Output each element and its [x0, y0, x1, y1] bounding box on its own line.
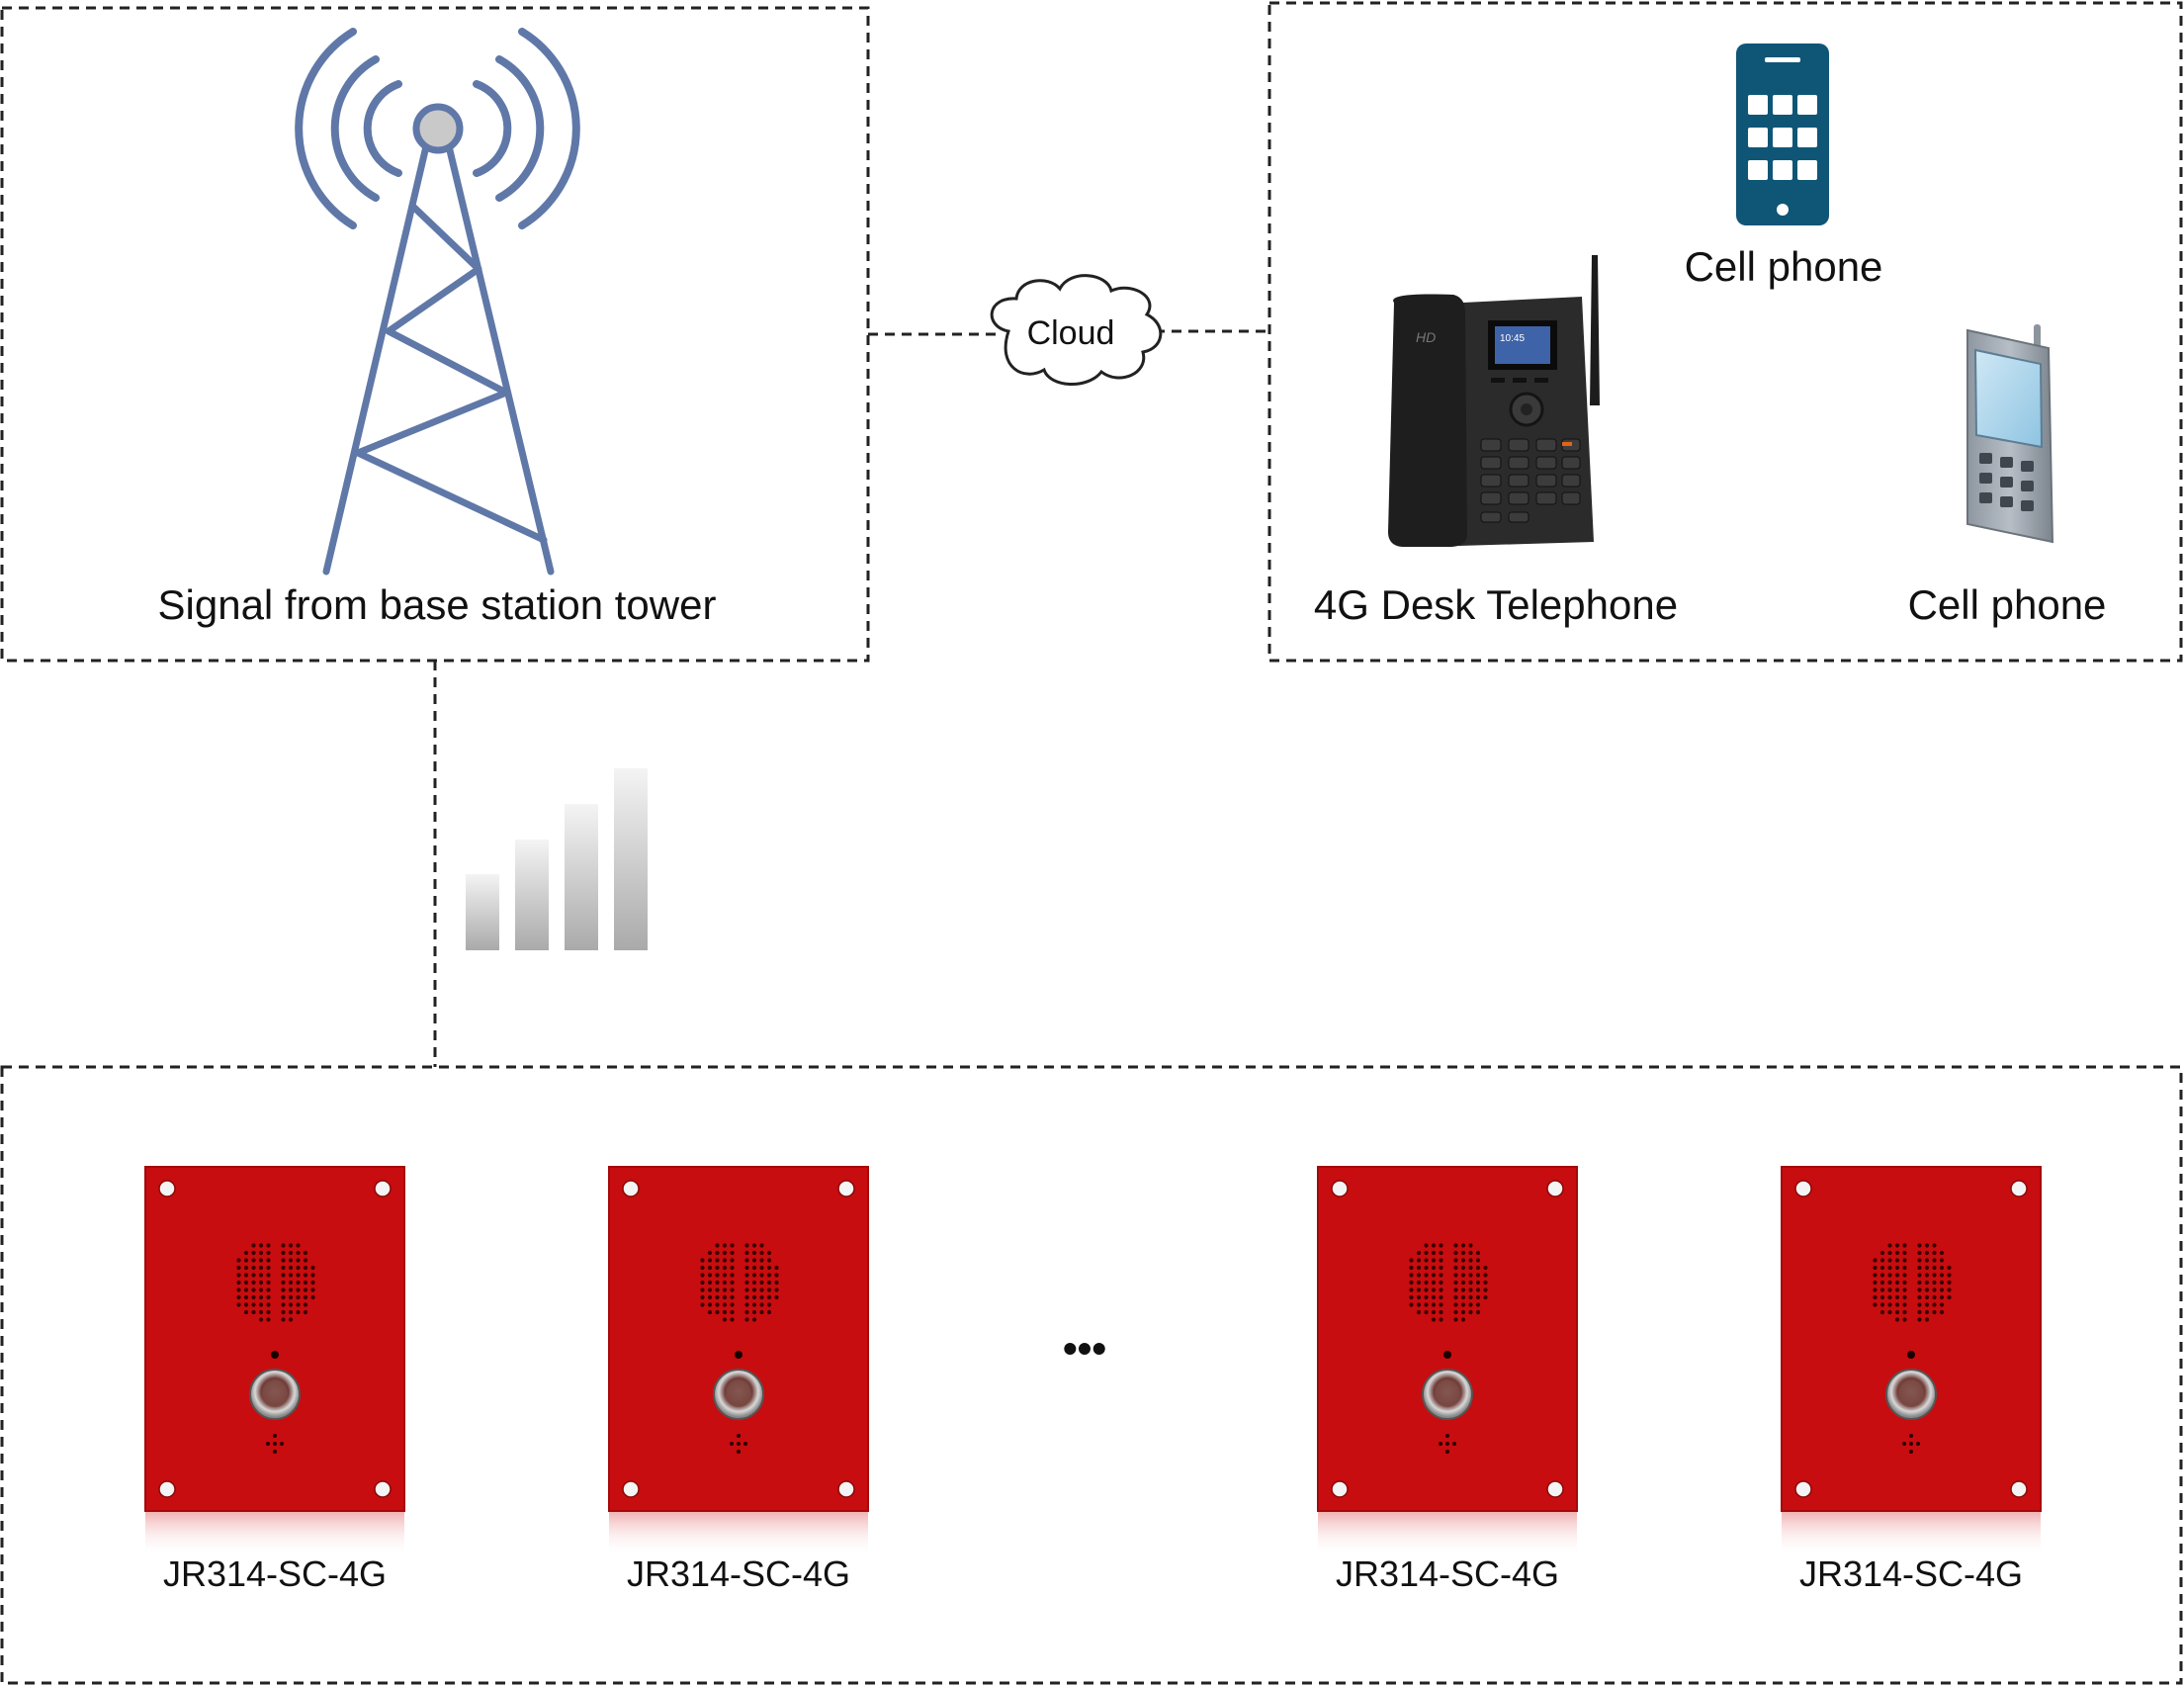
smartphone-label: Cell phone	[1685, 243, 1883, 290]
tower-label: Signal from base station tower	[158, 581, 717, 628]
device-reflection	[609, 1511, 868, 1556]
device-label: JR314-SC-4G	[627, 1553, 850, 1594]
desk-phone-label: 4G Desk Telephone	[1314, 581, 1678, 628]
screw	[622, 1480, 640, 1498]
signal-bar-4	[614, 768, 648, 950]
desk-phone-icon: HD 10:45	[1388, 255, 1600, 547]
screw	[1546, 1480, 1564, 1498]
speaker-grill	[1409, 1243, 1488, 1322]
device-reflection	[1318, 1511, 1577, 1556]
screw	[2010, 1480, 2028, 1498]
feature-phone-label: Cell phone	[1908, 581, 2107, 628]
microphone-holes	[266, 1434, 284, 1454]
device-label: JR314-SC-4G	[1799, 1553, 2023, 1594]
signal-bar-2	[515, 840, 549, 950]
desk-screen-time: 10:45	[1500, 333, 1525, 344]
screw	[374, 1480, 392, 1498]
indicator-light	[1907, 1351, 1915, 1359]
indicator-light	[1443, 1351, 1451, 1359]
intercom-device: JR314-SC-4G	[608, 1166, 869, 1594]
intercom-device: JR314-SC-4G	[1781, 1166, 2042, 1594]
indicator-light	[735, 1351, 743, 1359]
indicator-light	[271, 1351, 279, 1359]
screw	[2010, 1180, 2028, 1197]
svg-text:HD: HD	[1416, 329, 1436, 345]
intercom-device: JR314-SC-4G	[144, 1166, 405, 1594]
ellipsis: •••	[1063, 1325, 1106, 1372]
device-row: JR314-SC-4G JR314-SC-4G JR314-SC-4G JR314-S…	[144, 1166, 2042, 1594]
screw	[1794, 1480, 1812, 1498]
screw	[1331, 1480, 1349, 1498]
device-label: JR314-SC-4G	[163, 1553, 387, 1594]
speaker-grill	[1873, 1243, 1952, 1322]
device-label: JR314-SC-4G	[1336, 1553, 1559, 1594]
screw	[837, 1480, 855, 1498]
device-reflection	[145, 1511, 404, 1556]
screw	[1331, 1180, 1349, 1197]
microphone-holes	[1902, 1434, 1920, 1454]
intercom-icon	[1317, 1166, 1578, 1512]
device-reflection	[1782, 1511, 2041, 1556]
screw	[622, 1180, 640, 1197]
signal-bar-3	[565, 804, 598, 950]
feature-phone-icon	[1966, 324, 2054, 544]
microphone-holes	[1439, 1434, 1456, 1454]
cloud-label: Cloud	[1027, 314, 1115, 352]
screw	[837, 1180, 855, 1197]
screw	[158, 1480, 176, 1498]
intercom-icon	[608, 1166, 869, 1512]
intercom-icon	[1781, 1166, 2042, 1512]
screw	[374, 1180, 392, 1197]
screw	[158, 1180, 176, 1197]
cloud-icon	[990, 274, 1163, 386]
devices-panel	[0, 1065, 2183, 1685]
speaker-grill	[236, 1243, 315, 1322]
phones-panel	[1267, 1, 2183, 663]
screw	[1794, 1180, 1812, 1197]
signal-bar-1	[466, 874, 499, 950]
intercom-device: JR314-SC-4G	[1317, 1166, 1578, 1594]
speaker-grill	[700, 1243, 779, 1322]
screw	[1546, 1180, 1564, 1197]
microphone-holes	[730, 1434, 747, 1454]
cell-tower-icon	[295, 28, 580, 576]
signal-strength-icon	[466, 768, 648, 950]
smartphone-icon	[1736, 44, 1829, 225]
intercom-icon	[144, 1166, 405, 1512]
